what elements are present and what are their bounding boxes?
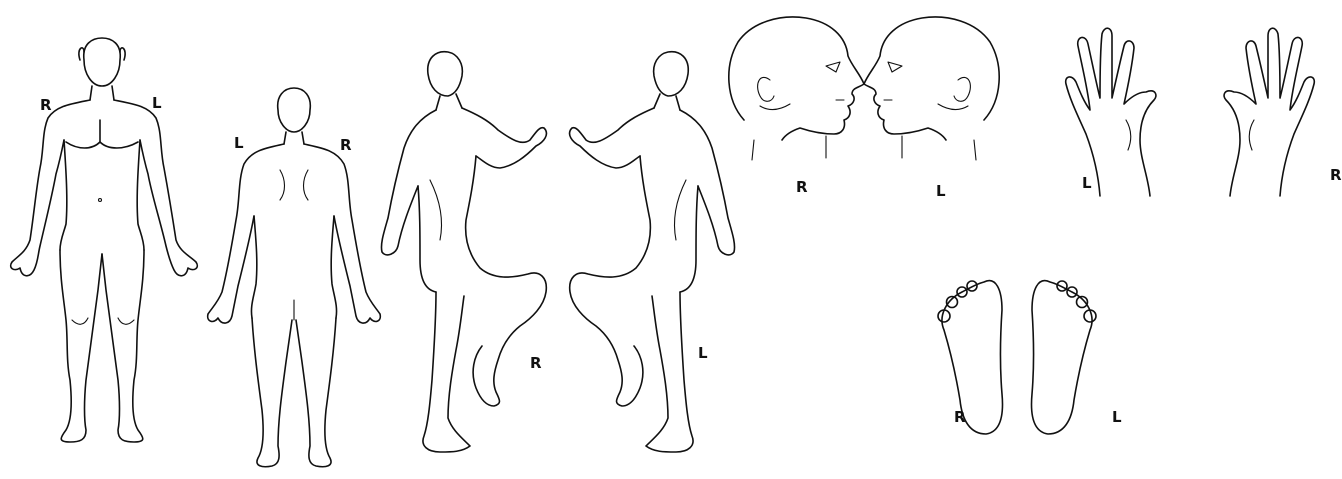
side-right-label: R: [530, 356, 542, 371]
head-left-label: L: [936, 184, 946, 199]
head-right-label: R: [796, 180, 808, 195]
body-front-figure: [11, 38, 198, 442]
hand-right-label: R: [1330, 168, 1342, 183]
front-right-label: R: [40, 98, 52, 113]
hand-left-label: L: [1082, 176, 1092, 191]
head-left-profile: [864, 17, 999, 160]
hand-left: [1066, 28, 1156, 196]
foot-right: [938, 281, 1002, 434]
body-right-side-figure: [381, 52, 546, 452]
back-right-label: R: [340, 138, 352, 153]
foot-left-label: L: [1112, 410, 1122, 425]
side-left-label: L: [698, 346, 708, 361]
front-left-label: L: [152, 96, 162, 111]
foot-left: [1032, 281, 1096, 434]
body-left-side-figure: [570, 52, 735, 452]
hand-right: [1224, 28, 1314, 196]
head-right-profile: [729, 17, 864, 160]
foot-right-label: R: [954, 410, 966, 425]
back-left-label: L: [234, 136, 244, 151]
